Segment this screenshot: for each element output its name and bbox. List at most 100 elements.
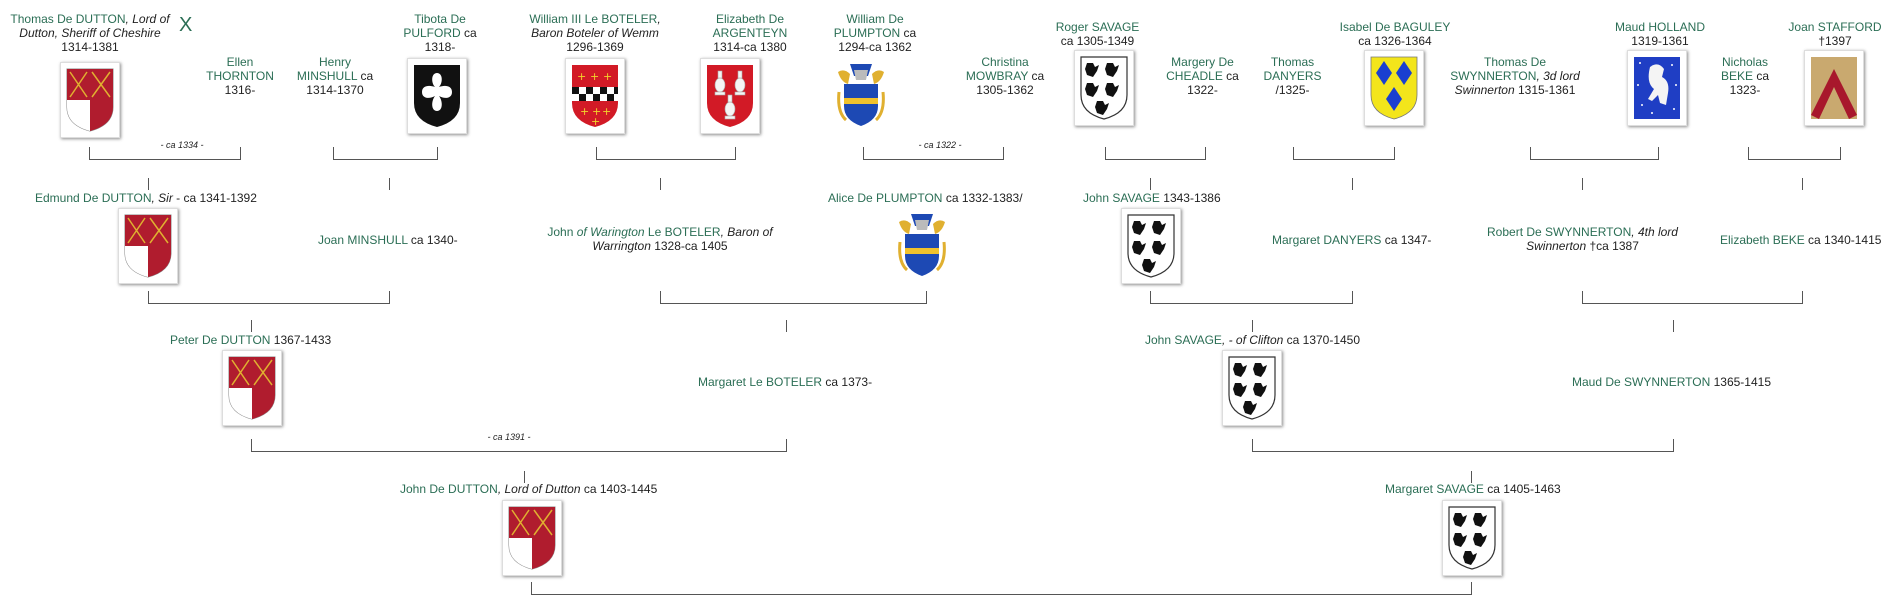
person-maud-swynnerton: Maud De SWYNNERTON 1365-1415 [1572,375,1782,389]
connector [89,147,90,159]
person-dates: 1314-ca 1380 [713,40,787,54]
person-link[interactable]: Ellen THORNTON [206,55,274,83]
connector [1394,147,1395,159]
person-margaret-boteler: Margaret Le BOTELER ca 1373- [698,375,918,389]
person-title: , Baron Boteler of Wemm [531,12,661,40]
person-link[interactable]: Elizabeth De ARGENTEYN [712,12,788,40]
person-link[interactable]: of Warington [576,225,645,239]
connector [1471,471,1472,483]
pulford-shield [407,58,467,134]
person-link[interactable]: Margaret SAVAGE [1385,482,1484,496]
person-link[interactable]: Margery De CHEADLE [1166,55,1234,83]
person-link[interactable]: William III Le BOTELER [529,12,658,26]
person-link[interactable]: Christina MOWBRAY [965,55,1029,83]
person-roger-savage: Roger SAVAGE ca 1305-1349 [1050,20,1145,48]
connector [1252,439,1253,451]
person-link[interactable]: Alice De PLUMPTON [828,191,943,205]
person-link[interactable]: Joan MINSHULL [318,233,408,247]
person-link[interactable]: Maud De SWYNNERTON [1572,375,1711,389]
connector [735,147,736,159]
marriage-line [1582,303,1803,304]
person-dates: ca 1403-1445 [580,482,658,496]
person-edmund-dutton: Edmund De DUTTON, Sir - ca 1341-1392 [35,191,275,205]
person-dates: ca 1294-ca 1362 [838,26,917,54]
person-margery-cheadle: Margery De CHEADLE ca 1322- [1160,55,1245,97]
stafford-shield [1804,50,1864,126]
person-title: , Lord of Dutton [497,482,581,496]
marriage-line [333,159,438,160]
person-dates: ca 1314-1370 [306,69,374,97]
person-link[interactable]: Peter De DUTTON [170,333,271,347]
person-link[interactable]: Thomas De SWYNNERTON [1450,55,1547,83]
person-dates: ca 1305-1349 [1060,34,1135,48]
marriage-line [1293,159,1395,160]
person-link[interactable]: Maud HOLLAND [1614,20,1706,34]
connector [596,147,597,159]
close-x-button[interactable]: X [179,14,193,36]
connector [148,178,149,190]
person-link[interactable]: Margaret DANYERS [1272,233,1382,247]
person-link[interactable]: Edmund De DUTTON [35,191,152,205]
person-link[interactable]: John SAVAGE [1083,191,1160,205]
connector [1673,439,1674,451]
connector [786,439,787,451]
connector [1582,178,1583,190]
connector [863,147,864,159]
marriage-date: - ca 1322 - [918,140,962,150]
person-margaret-savage: Margaret SAVAGE ca 1405-1463 [1385,482,1595,496]
person-link[interactable]: John De DUTTON [400,482,498,496]
marriage-line [1105,159,1206,160]
connector [1150,291,1151,303]
marriage-line [1252,451,1674,452]
svg-text:+: + [592,105,601,118]
connector [1471,582,1472,594]
person-dates: 1343-1386 [1159,191,1221,205]
person-thomas-swynnerton: Thomas De SWYNNERTON, 3d lord Swinnerton… [1450,55,1580,97]
dutton-shield [222,350,282,426]
person-link[interactable]: Henry MINSHULL [296,55,358,83]
connector [1658,147,1659,159]
connector [1530,147,1531,159]
person-title: , Lord of Dutton, Sheriff of Cheshire [19,12,170,40]
connector [1802,291,1803,303]
person-john-boteler: John of Warington Le BOTELER, Baron of W… [540,225,780,253]
marriage-line [251,451,787,452]
savage-shield [1074,50,1134,126]
person-link[interactable]: William De PLUMPTON [833,12,904,40]
person-link[interactable]: Tibota De PULFORD [403,12,466,40]
person-link[interactable]: Elizabeth BEKE [1720,233,1805,247]
person-link[interactable]: Robert De SWYNNERTON [1487,225,1632,239]
person-link[interactable]: Margaret Le BOTELER [698,375,823,389]
connector [1840,147,1841,159]
person-link[interactable]: Nicholas BEKE [1720,55,1769,83]
connector [333,147,334,159]
person-dates: ca 1340-1415 [1804,233,1882,247]
person-elizabeth-argenteyn: Elizabeth De ARGENTEYN 1314-ca 1380 [700,12,800,54]
person-link[interactable]: John [547,225,577,239]
savage-shield [1442,500,1502,576]
person-john-savage-1: John SAVAGE 1343-1386 [1083,191,1243,205]
person-link[interactable]: Roger SAVAGE [1055,20,1140,34]
person-title: , - of Clifton [1221,333,1284,347]
connector [1673,320,1674,332]
person-dates: †ca 1387 [1586,239,1639,253]
person-dates: 1315-1361 [1514,83,1576,97]
person-alice-plumpton: Alice De PLUMPTON ca 1332-1383/ [828,191,1038,205]
person-dates: 1367-1433 [270,333,332,347]
person-link[interactable]: John SAVAGE [1145,333,1222,347]
person-margaret-danyers: Margaret DANYERS ca 1347- [1272,233,1462,247]
person-link[interactable]: Le BOTELER [644,225,721,239]
person-link[interactable]: Thomas De DUTTON [10,12,126,26]
connector [1802,178,1803,190]
person-tibota-pulford: Tibota De PULFORD ca 1318- [395,12,485,54]
person-dates: ca 1322- [1187,69,1239,97]
marriage-line [531,594,1472,595]
person-link[interactable]: Isabel De BAGULEY [1339,20,1451,34]
person-link[interactable]: Joan STAFFORD [1788,20,1882,34]
svg-text:+: + [603,70,612,83]
person-link[interactable]: Thomas DANYERS [1263,55,1322,83]
connector [1582,291,1583,303]
connector [389,178,390,190]
